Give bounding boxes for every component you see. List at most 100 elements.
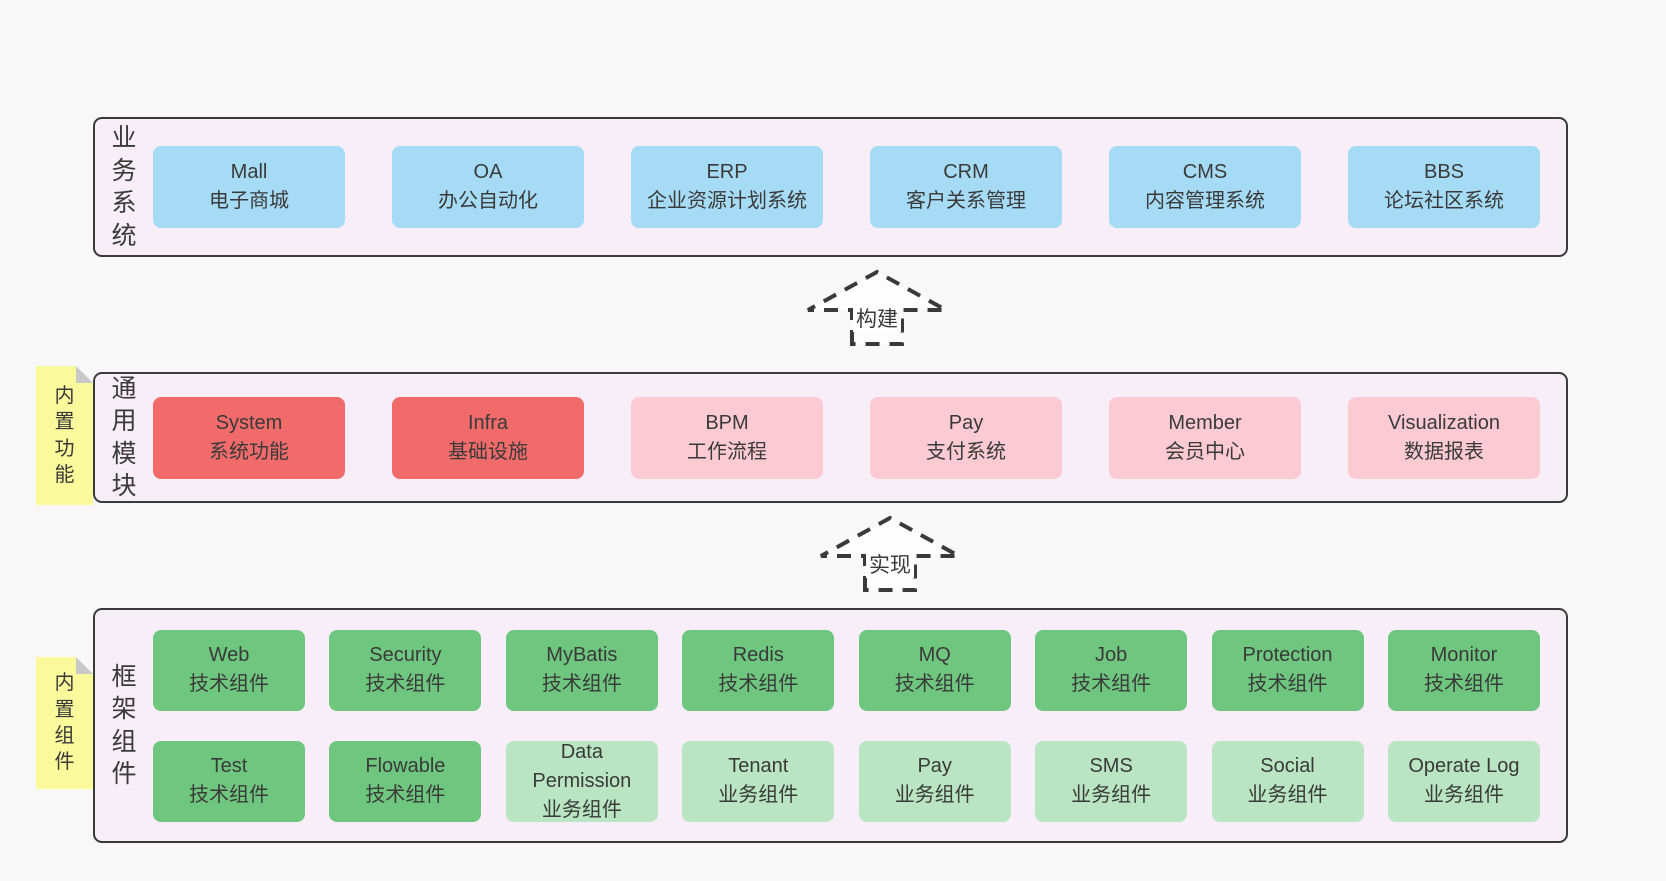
box-name: Monitor bbox=[1430, 644, 1498, 666]
box-erp: ERP 企业资源计划系统 bbox=[631, 146, 823, 228]
box-bbs: BBS 论坛社区系统 bbox=[1348, 146, 1540, 228]
box-desc: 系统功能 bbox=[209, 440, 289, 463]
build-arrow-label: 构建 bbox=[853, 307, 901, 333]
box-redis: Redis 技术组件 bbox=[682, 629, 835, 711]
box-protection: Protection 技术组件 bbox=[1211, 629, 1364, 711]
framework-components-row-2: Test 技术组件 Flowable 技术组件 Data Permission … bbox=[153, 740, 1540, 822]
box-crm: CRM 客户关系管理 bbox=[870, 146, 1062, 228]
box-mq: MQ 技术组件 bbox=[858, 629, 1011, 711]
box-sms: SMS 业务组件 bbox=[1035, 740, 1188, 822]
box-desc: 基础设施 bbox=[448, 440, 528, 463]
box-visualization: Visualization 数据报表 bbox=[1348, 396, 1540, 479]
box-desc: 技术组件 bbox=[541, 673, 622, 695]
box-desc: 业务组件 bbox=[894, 784, 975, 806]
box-desc: 技术组件 bbox=[189, 673, 269, 695]
box-name: BBS bbox=[1423, 161, 1465, 183]
box-operate-log: Operate Log 业务组件 bbox=[1387, 740, 1540, 822]
box-desc: 论坛社区系统 bbox=[1384, 190, 1504, 212]
box-desc: 数据报表 bbox=[1404, 440, 1484, 463]
box-desc: 技术组件 bbox=[718, 673, 799, 695]
band-label-column: 通用模块 bbox=[95, 374, 153, 501]
box-desc: 技术组件 bbox=[1071, 673, 1152, 695]
box-web: Web 技术组件 bbox=[153, 629, 305, 711]
box-name: SMS bbox=[1089, 755, 1133, 777]
box-desc: 电子商城 bbox=[209, 190, 289, 212]
band-label-column: 框架组件 bbox=[95, 610, 153, 841]
implement-arrow-label: 实现 bbox=[866, 553, 914, 579]
framework-components-boxes: Web 技术组件 Security 技术组件 MyBatis 技术组件 Redi… bbox=[153, 610, 1566, 841]
box-infra: Infra 基础设施 bbox=[392, 396, 584, 479]
box-system: System 系统功能 bbox=[153, 396, 345, 479]
box-name: MQ bbox=[918, 644, 951, 666]
box-cms: CMS 内容管理系统 bbox=[1109, 146, 1301, 228]
box-desc: 办公自动化 bbox=[438, 190, 538, 212]
box-name: BPM bbox=[705, 411, 749, 434]
box-name: CMS bbox=[1182, 161, 1228, 183]
box-desc: 业务组件 bbox=[1423, 784, 1504, 806]
box-name: Member bbox=[1168, 411, 1242, 434]
box-bpm: BPM 工作流程 bbox=[631, 396, 823, 479]
box-data-permission: Data Permission 业务组件 bbox=[505, 740, 658, 822]
build-arrow: 构建 bbox=[804, 268, 950, 348]
box-desc: 工作流程 bbox=[687, 440, 767, 463]
box-job: Job 技术组件 bbox=[1035, 629, 1188, 711]
box-pay-component: Pay 业务组件 bbox=[858, 740, 1011, 822]
box-name: Operate Log bbox=[1408, 755, 1520, 777]
box-name: ERP bbox=[706, 161, 748, 183]
box-monitor: Monitor 技术组件 bbox=[1387, 629, 1540, 711]
box-name: Tenant bbox=[728, 755, 789, 777]
box-desc: 内容管理系统 bbox=[1145, 190, 1265, 212]
band-title-business-systems: 业务系统 bbox=[111, 124, 137, 250]
framework-components-band: 框架组件 Web 技术组件 Security 技术组件 MyBatis 技术组件… bbox=[93, 608, 1568, 843]
box-desc: 企业资源计划系统 bbox=[647, 190, 807, 212]
box-pay-module: Pay 支付系统 bbox=[870, 396, 1062, 479]
box-social: Social 业务组件 bbox=[1211, 740, 1364, 822]
box-name: Web bbox=[208, 644, 250, 666]
box-desc: 业务组件 bbox=[1071, 784, 1152, 806]
box-oa: OA 办公自动化 bbox=[392, 146, 584, 228]
band-title-framework-components: 框架组件 bbox=[111, 662, 137, 789]
box-tenant: Tenant 业务组件 bbox=[682, 740, 835, 822]
box-name: Security bbox=[369, 644, 442, 666]
box-member: Member 会员中心 bbox=[1109, 396, 1301, 479]
box-desc: 技术组件 bbox=[1423, 673, 1504, 695]
box-desc: 技术组件 bbox=[365, 784, 446, 806]
implement-arrow: 实现 bbox=[817, 514, 963, 594]
box-name: MyBatis bbox=[546, 644, 618, 666]
box-name: Data Permission bbox=[532, 740, 632, 792]
band-label-column: 业务系统 bbox=[95, 119, 153, 255]
box-desc: 技术组件 bbox=[189, 784, 269, 806]
common-modules-band: 通用模块 System 系统功能 Infra 基础设施 BPM 工作流程 Pay… bbox=[93, 372, 1568, 503]
box-desc: 支付系统 bbox=[926, 440, 1006, 463]
sticky-note-text: 内置组件 bbox=[54, 672, 75, 774]
box-name: Test bbox=[210, 755, 248, 777]
box-name: Flowable bbox=[365, 755, 446, 777]
sticky-note-built-in-features: 内置功能 bbox=[36, 366, 93, 505]
box-name: Redis bbox=[732, 644, 784, 666]
framework-components-row-1: Web 技术组件 Security 技术组件 MyBatis 技术组件 Redi… bbox=[153, 629, 1540, 711]
sticky-note-text: 内置功能 bbox=[54, 384, 75, 486]
box-desc: 客户关系管理 bbox=[906, 190, 1026, 212]
box-name: Pay bbox=[917, 755, 952, 777]
box-mybatis: MyBatis 技术组件 bbox=[505, 629, 658, 711]
box-test: Test 技术组件 bbox=[153, 740, 305, 822]
box-mall: Mall 电子商城 bbox=[153, 146, 345, 228]
box-name: CRM bbox=[943, 161, 989, 183]
business-systems-boxes: Mall 电子商城 OA 办公自动化 ERP 企业资源计划系统 CRM 客户关系… bbox=[153, 119, 1566, 255]
box-name: Infra bbox=[467, 411, 509, 434]
box-security: Security 技术组件 bbox=[329, 629, 482, 711]
box-name: OA bbox=[473, 161, 503, 183]
box-name: System bbox=[215, 411, 283, 434]
box-name: Pay bbox=[948, 411, 984, 434]
common-modules-boxes: System 系统功能 Infra 基础设施 BPM 工作流程 Pay 支付系统… bbox=[153, 374, 1566, 501]
box-name: Protection bbox=[1242, 644, 1333, 666]
box-desc: 业务组件 bbox=[541, 798, 622, 821]
box-desc: 业务组件 bbox=[718, 784, 799, 806]
box-desc: 业务组件 bbox=[1247, 784, 1328, 806]
band-title-common-modules: 通用模块 bbox=[111, 374, 137, 501]
box-name: Mall bbox=[230, 161, 268, 183]
box-name: Social bbox=[1260, 755, 1315, 777]
box-name: Visualization bbox=[1388, 411, 1500, 434]
box-desc: 技术组件 bbox=[1247, 673, 1328, 695]
box-flowable: Flowable 技术组件 bbox=[329, 740, 482, 822]
